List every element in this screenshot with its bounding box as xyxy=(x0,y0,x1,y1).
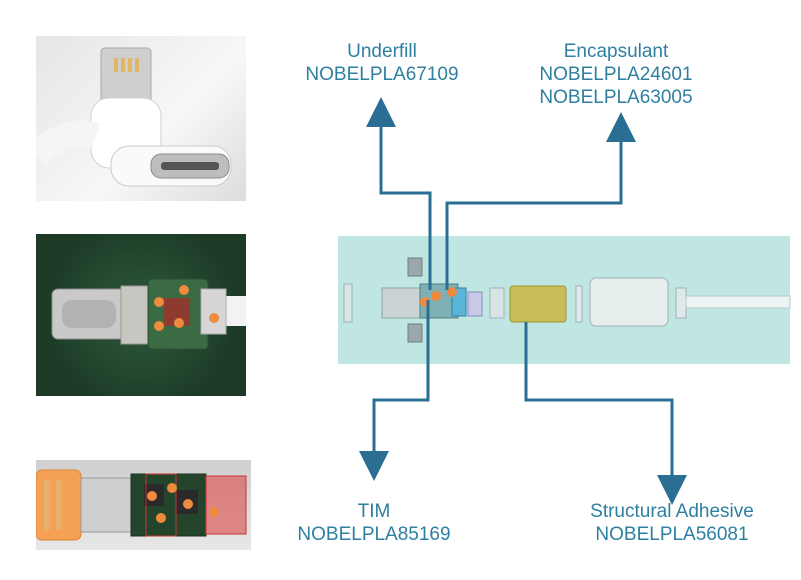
encapsulant-name: Encapsulant xyxy=(563,41,669,62)
tim-code: NOBELPLA85169 xyxy=(297,524,451,545)
structural-adhesive-leader xyxy=(524,322,687,505)
ring-collar xyxy=(575,285,583,323)
lightning-pcb-photo xyxy=(36,460,251,550)
left-end-cap xyxy=(343,283,353,323)
underfill-leader xyxy=(366,97,432,290)
interposer xyxy=(467,291,483,317)
encapsulant-code-2: NOBELPLA63005 xyxy=(539,87,693,108)
spacer xyxy=(489,287,505,319)
underfill-label: Underfill NOBELPLA67109 xyxy=(296,40,468,86)
marker-dot xyxy=(447,287,457,297)
cable xyxy=(685,295,791,309)
strain-relief-boot xyxy=(589,277,669,327)
bottom-chip xyxy=(407,323,423,343)
shield-housing xyxy=(381,287,423,319)
underfill-code: NOBELPLA67109 xyxy=(305,64,459,85)
encapsulant-code-1: NOBELPLA24601 xyxy=(539,64,693,85)
usb-c-pcb-photo xyxy=(36,234,246,396)
cable-ferrule xyxy=(675,287,687,319)
cable-photo xyxy=(36,36,246,201)
top-chip xyxy=(407,257,423,277)
underfill-name: Underfill xyxy=(347,41,417,62)
encapsulant-leader xyxy=(445,112,636,290)
structural-adhesive-code: NOBELPLA56081 xyxy=(595,524,749,545)
encapsulant-label: Encapsulant NOBELPLA24601 NOBELPLA63005 xyxy=(528,40,704,109)
structural-adhesive-label: Structural Adhesive NOBELPLA56081 xyxy=(574,500,770,546)
structural-adhesive-sleeve xyxy=(509,285,567,323)
tim-leader xyxy=(359,300,430,481)
structural-adhesive-name: Structural Adhesive xyxy=(590,501,754,522)
marker-dot xyxy=(431,291,441,301)
tim-name: TIM xyxy=(357,501,391,522)
tim-label: TIM NOBELPLA85169 xyxy=(288,500,460,546)
